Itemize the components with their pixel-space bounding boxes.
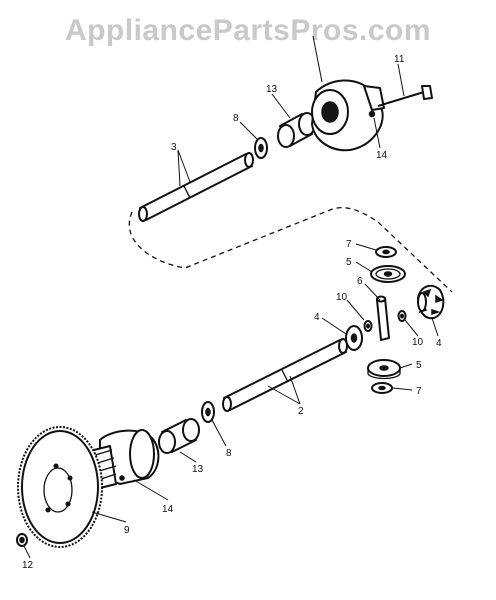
lower-hub-part-14 xyxy=(85,429,160,491)
callout-label: 5 xyxy=(346,257,352,268)
top-gear-part-5 xyxy=(370,265,406,283)
callout-label: 7 xyxy=(416,386,422,397)
bolt-part-11 xyxy=(377,85,433,107)
callout-label: 4 xyxy=(314,312,320,323)
upper-bushing-part-13 xyxy=(277,112,316,148)
callout-label: 10 xyxy=(412,337,424,348)
top-washer-part-7 xyxy=(375,246,397,258)
callout-label: 13 xyxy=(192,464,204,475)
left-washer-part-10 xyxy=(363,320,373,332)
right-bevel-gear-part-4 xyxy=(417,284,445,320)
left-disc-part-4 xyxy=(345,325,363,351)
callout-label: 12 xyxy=(22,560,34,571)
lower-shaft-part-2 xyxy=(222,338,348,412)
pin-part-6 xyxy=(376,295,390,341)
callout-label: 7 xyxy=(346,239,352,250)
assembly-guide-line xyxy=(128,207,453,293)
callout-label: 5 xyxy=(416,360,422,371)
callout-label: 6 xyxy=(357,276,363,287)
nut-part-12 xyxy=(16,533,28,547)
callout-label: 11 xyxy=(394,54,405,65)
upper-hub-part-14 xyxy=(311,79,385,152)
lower-washer-part-8 xyxy=(201,401,215,423)
upper-shaft-part-3 xyxy=(138,152,254,222)
callout-label: 14 xyxy=(162,504,174,515)
callout-label: 8 xyxy=(233,113,239,124)
sprocket-part-9 xyxy=(17,426,103,548)
leader-lines xyxy=(23,35,439,559)
callout-label: 2 xyxy=(298,406,304,417)
callout-label: 14 xyxy=(376,150,388,161)
callout-label: 13 xyxy=(266,84,278,95)
watermark-text: AppliancePartsPros.com xyxy=(64,14,432,47)
callout-label: 3 xyxy=(171,142,177,153)
callout-label: 10 xyxy=(336,292,348,303)
upper-washer-part-8 xyxy=(254,137,268,159)
callout-label: 4 xyxy=(436,338,442,349)
callout-labels: 11 13 8 3 14 7 5 6 10 4 10 4 5 7 2 8 13 … xyxy=(22,54,442,571)
bottom-washer-part-7 xyxy=(371,382,393,394)
right-washer-part-10 xyxy=(397,310,407,322)
callout-label: 9 xyxy=(124,525,130,536)
lower-bushing-part-13 xyxy=(158,418,200,454)
bottom-gear-part-5 xyxy=(367,359,401,380)
callout-label: 8 xyxy=(226,448,232,459)
